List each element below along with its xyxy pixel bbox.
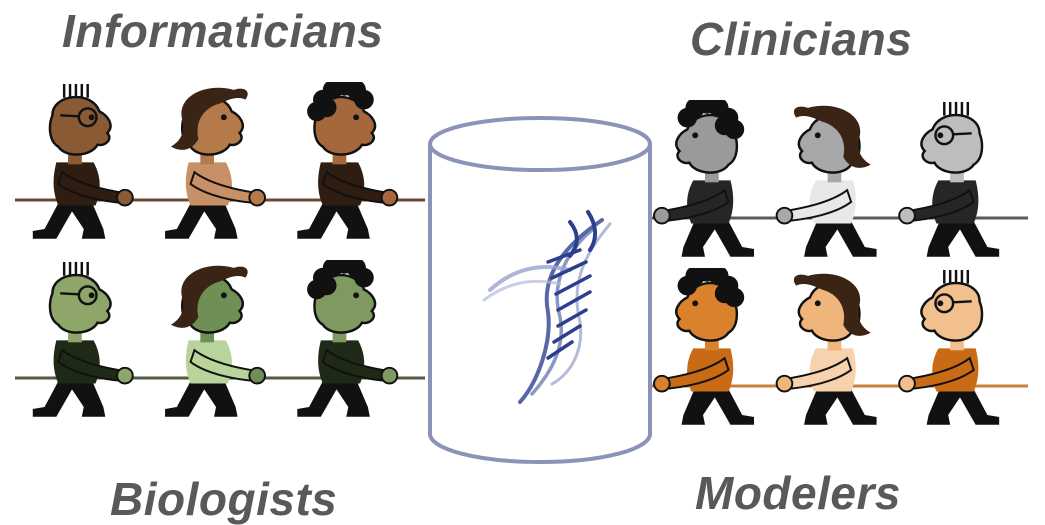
database-cylinder-icon [420, 112, 660, 472]
modelers-label: Modelers [695, 467, 901, 519]
biologists-people-svg [15, 260, 425, 417]
long-hair-woman [775, 273, 877, 425]
long-hair-woman [165, 87, 266, 239]
bald-glasses-person [32, 261, 134, 417]
bald-glasses-person [898, 101, 1000, 257]
bald-glasses-person [898, 269, 1000, 425]
database-cylinder-svg [428, 116, 652, 464]
curly-hair-person [653, 100, 754, 257]
long-hair-woman [775, 105, 877, 257]
clinicians-people-svg [648, 100, 1028, 257]
informaticians-label: Informaticians [62, 5, 384, 57]
biologists-label: Biologists [110, 473, 338, 525]
dna-helix-icon [482, 210, 612, 404]
modelers-group [648, 268, 1028, 443]
bald-glasses-person [32, 83, 134, 239]
cylinder-body [428, 144, 652, 464]
modelers-people-svg [648, 268, 1028, 425]
informaticians-people-svg [15, 82, 425, 239]
cylinder-top [428, 116, 652, 172]
clinicians-group [648, 100, 1028, 275]
curly-hair-person [297, 260, 399, 417]
clinicians-label: Clinicians [690, 13, 913, 65]
curly-hair-person [653, 268, 754, 425]
long-hair-woman [165, 265, 266, 417]
biologists-group [15, 260, 425, 435]
curly-hair-person [297, 82, 399, 239]
informaticians-group [15, 82, 425, 252]
